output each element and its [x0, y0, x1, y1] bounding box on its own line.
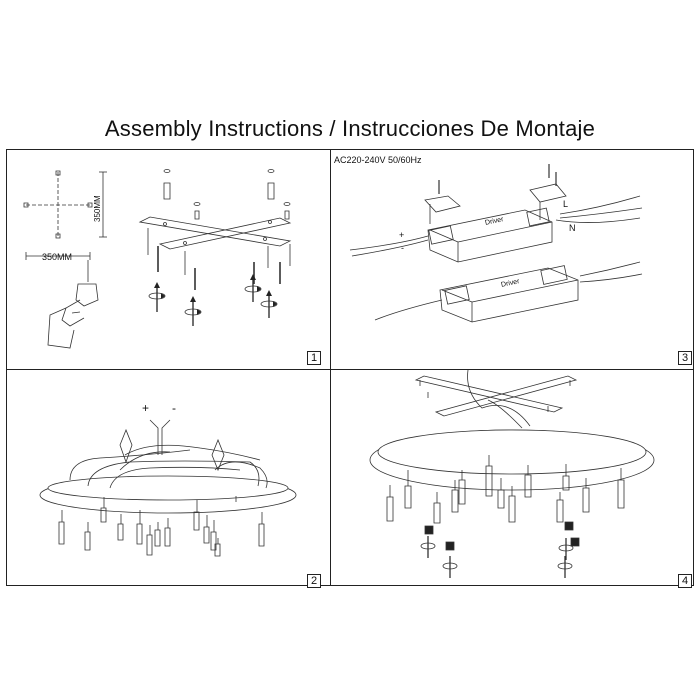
panel-number-2: 2: [307, 574, 321, 588]
grid-divider-vertical: [330, 149, 331, 586]
panel-number-3: 3: [678, 351, 692, 365]
terminal-l-label: L: [563, 199, 569, 209]
polarity-minus-label-2: -: [172, 401, 176, 415]
dimension-label-horizontal: 350MM: [42, 252, 73, 262]
polarity-plus-label-2: +: [142, 401, 150, 415]
terminal-n-label: N: [569, 223, 576, 233]
page-title: Assembly Instructions / Instrucciones De…: [104, 116, 596, 141]
voltage-label: AC220-240V 50/60Hz: [334, 155, 422, 165]
instruction-grid-frame: [6, 149, 694, 586]
polarity-minus-label-3: -: [401, 243, 404, 253]
grid-divider-horizontal: [6, 369, 694, 370]
panel-number-1: 1: [307, 351, 321, 365]
polarity-plus-label-3: +: [399, 230, 405, 240]
panel-number-4: 4: [678, 574, 692, 588]
